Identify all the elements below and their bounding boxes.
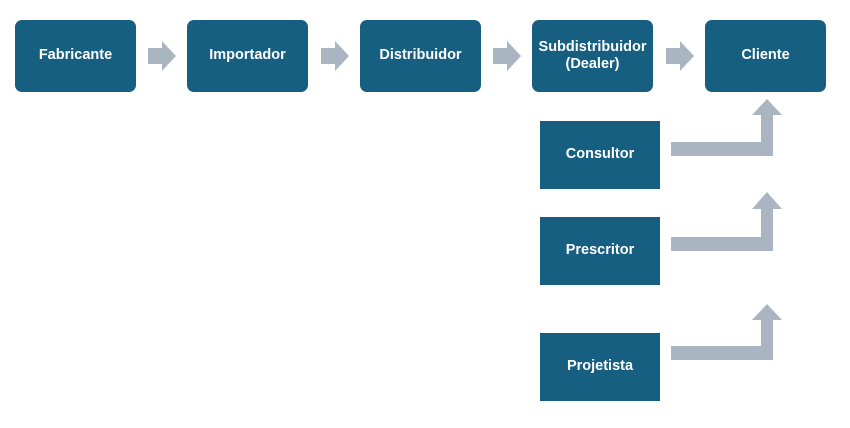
node-subdistribuidor: Subdistribuidor (Dealer) bbox=[532, 20, 653, 92]
node-cliente-label: Cliente bbox=[741, 47, 790, 64]
node-importador: Importador bbox=[187, 20, 308, 92]
node-consultor: Consultor bbox=[540, 121, 660, 189]
node-projetista-label: Projetista bbox=[566, 358, 634, 375]
bent-up-arrow-icon bbox=[671, 99, 782, 156]
bent-up-arrow-icon bbox=[671, 192, 782, 251]
bent-up-arrow-icon bbox=[671, 304, 782, 360]
node-cliente: Cliente bbox=[705, 20, 826, 92]
node-prescritor: Prescritor bbox=[540, 217, 660, 285]
right-arrow-icon bbox=[321, 41, 349, 71]
node-distribuidor: Distribuidor bbox=[360, 20, 481, 92]
node-consultor-label: Consultor bbox=[565, 146, 635, 163]
node-fabricante-label: Fabricante bbox=[38, 47, 113, 64]
node-subdistribuidor-label: Subdistribuidor (Dealer) bbox=[538, 38, 647, 72]
node-projetista: Projetista bbox=[540, 333, 660, 401]
node-distribuidor-label: Distribuidor bbox=[379, 47, 462, 64]
right-arrow-icon bbox=[493, 41, 521, 71]
node-importador-label: Importador bbox=[209, 47, 286, 64]
right-arrow-icon bbox=[148, 41, 176, 71]
node-fabricante: Fabricante bbox=[15, 20, 136, 92]
right-arrow-icon bbox=[666, 41, 694, 71]
node-prescritor-label: Prescritor bbox=[565, 242, 635, 259]
